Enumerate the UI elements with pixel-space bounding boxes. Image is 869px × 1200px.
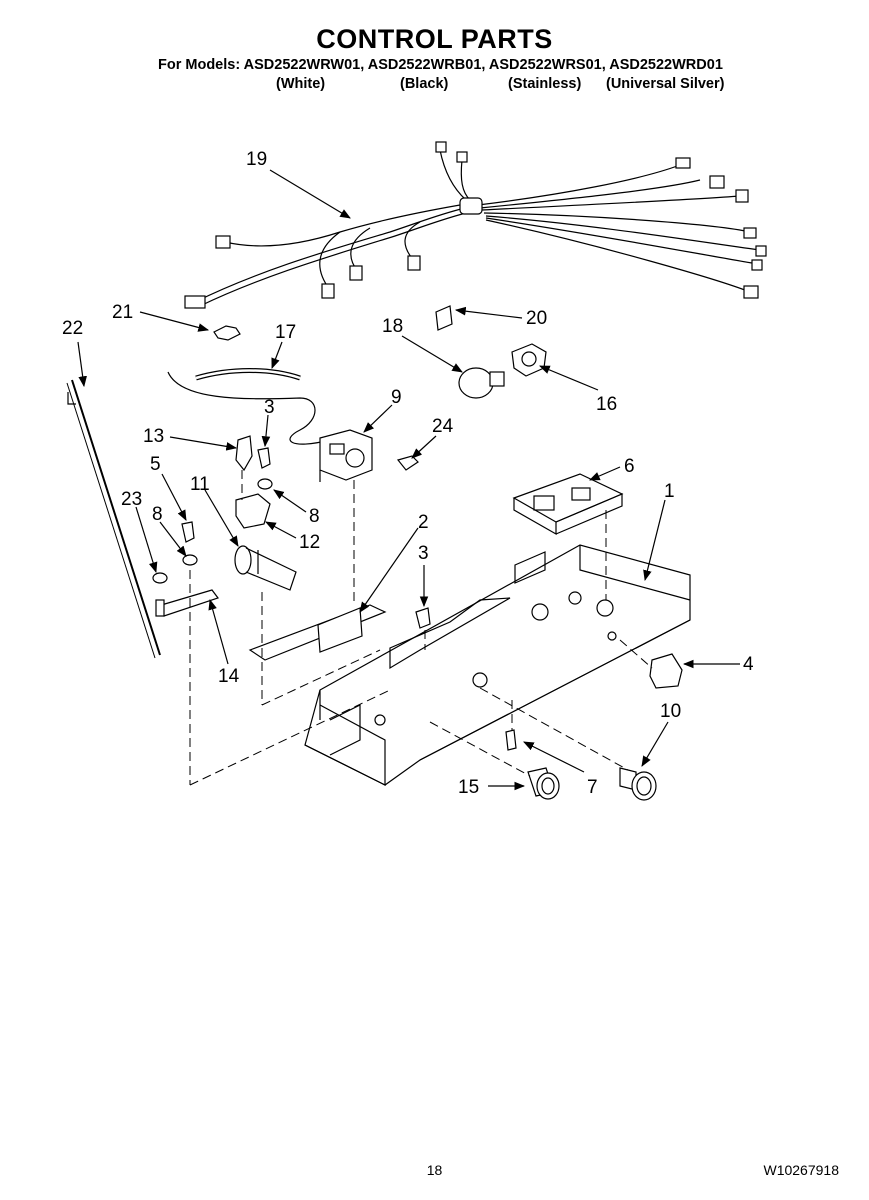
callout-numbers: 19 21 17 22 18 20 16 3 9 24 13 6 5 11 1 … xyxy=(62,149,754,798)
switch-4 xyxy=(649,653,683,689)
finish-stainless: (Stainless) xyxy=(508,76,582,92)
bracket-2 xyxy=(248,604,387,661)
callout-8-lower: 8 xyxy=(152,504,163,525)
screw-3-upper xyxy=(257,447,271,469)
screw-3-lower xyxy=(415,607,431,629)
callout-1: 1 xyxy=(664,481,675,502)
lamp-socket xyxy=(511,343,547,377)
knob-10 xyxy=(619,767,657,801)
models-line: For Models: ASD2522WRW01, ASD2522WRB01, … xyxy=(158,57,723,73)
sensor-wire xyxy=(167,371,331,445)
callout-2: 2 xyxy=(418,512,429,533)
light-bulb xyxy=(458,367,505,399)
finish-white: (White) xyxy=(276,76,326,92)
wire-harness xyxy=(184,141,767,309)
tube-inner xyxy=(195,369,301,380)
callout-3-lower: 3 xyxy=(418,543,429,564)
callout-19: 19 xyxy=(246,149,267,170)
washer-8-upper xyxy=(257,478,273,490)
thermostat xyxy=(319,429,373,482)
callout-8-upper: 8 xyxy=(309,506,320,527)
washer-8-lower xyxy=(182,554,198,566)
finish-black: (Black) xyxy=(400,76,449,92)
callout-5: 5 xyxy=(150,454,161,475)
screw-5 xyxy=(181,521,195,543)
callout-14: 14 xyxy=(218,666,240,687)
callout-22: 22 xyxy=(62,318,83,339)
callout-17: 17 xyxy=(275,322,296,343)
screw-24 xyxy=(396,455,419,471)
washer-23 xyxy=(152,572,168,584)
callout-21: 21 xyxy=(112,302,133,323)
knob-15 xyxy=(527,767,560,800)
control-rod xyxy=(66,379,161,659)
callout-6: 6 xyxy=(624,456,635,477)
finish-universal-silver: (Universal Silver) xyxy=(606,76,725,92)
callout-3-upper: 3 xyxy=(264,397,275,418)
callout-15: 15 xyxy=(458,777,479,798)
callout-4: 4 xyxy=(743,654,754,675)
callout-7: 7 xyxy=(587,777,598,798)
callout-23: 23 xyxy=(121,489,142,510)
harness-clip xyxy=(213,325,241,341)
callout-16: 16 xyxy=(596,394,617,415)
callout-18: 18 xyxy=(382,316,403,337)
callout-13: 13 xyxy=(143,426,164,447)
callout-24: 24 xyxy=(432,416,454,437)
control-board xyxy=(512,473,624,536)
control-housing xyxy=(304,544,691,786)
callout-11: 11 xyxy=(190,474,210,495)
screw-7 xyxy=(505,729,517,751)
control-shaft xyxy=(234,545,297,591)
leader-arrows xyxy=(77,169,740,791)
callout-10: 10 xyxy=(660,701,681,722)
document-number: W10267918 xyxy=(763,1162,839,1178)
callout-9: 9 xyxy=(391,387,402,408)
socket-clip xyxy=(435,305,453,331)
spring-clip xyxy=(235,435,253,472)
callout-12: 12 xyxy=(299,532,320,553)
assembly-lines xyxy=(189,470,653,786)
page-number: 18 xyxy=(426,1162,443,1178)
callout-20: 20 xyxy=(526,308,547,329)
bracket-12 xyxy=(235,493,271,529)
page-title: CONTROL PARTS xyxy=(316,24,553,54)
lever xyxy=(157,589,219,617)
